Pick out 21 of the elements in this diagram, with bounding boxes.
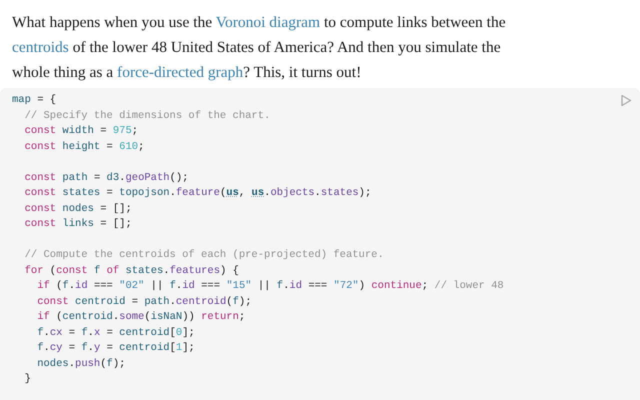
code-line: const links = []; bbox=[24, 217, 132, 232]
code-line: if (f.id === "02" || f.id === "15" || f.id === "72") continue; // lower 48 bbox=[37, 279, 504, 294]
code-line: const path = d3.geoPath(); bbox=[24, 170, 188, 186]
code-line: f.cx = f.x = centroid[0]; bbox=[37, 326, 195, 340]
code-line: const nodes = []; bbox=[24, 202, 132, 216]
code-line: map = { bbox=[12, 93, 56, 108]
code-comment: // Compute the centroids of each (pre-projected) feature. bbox=[24, 248, 384, 263]
code-line: nodes.push(f); bbox=[37, 356, 126, 372]
code-line: const height = 610; bbox=[24, 140, 144, 154]
code-line: } bbox=[24, 372, 31, 387]
text-link: Voronoi diagram bbox=[216, 14, 320, 31]
code-comment: // Specify the dimensions of the chart. bbox=[24, 108, 270, 124]
code-line: if (centroid.some(isNaN)) return; bbox=[37, 310, 246, 325]
intro-paragraph: What happens when you use the Voronoi diagram to compute links between the centroids of the lower 48 United States of America? And then you simulate the whole thing as a force-directed graph? This, it turns out! bbox=[12, 13, 507, 83]
code-line: f.cy = f.y = centroid[1]; bbox=[37, 341, 195, 356]
code-line: const centroid = path.centroid(f); bbox=[37, 294, 252, 310]
text-link: force-directed graph bbox=[117, 64, 244, 81]
code-line: const width = 975; bbox=[24, 124, 138, 139]
code-line: const states = topojson.feature(us, us.objects.states); bbox=[24, 186, 372, 201]
code-line: for (const f of states.features) { bbox=[24, 264, 239, 278]
text-link: centroids bbox=[12, 39, 69, 56]
